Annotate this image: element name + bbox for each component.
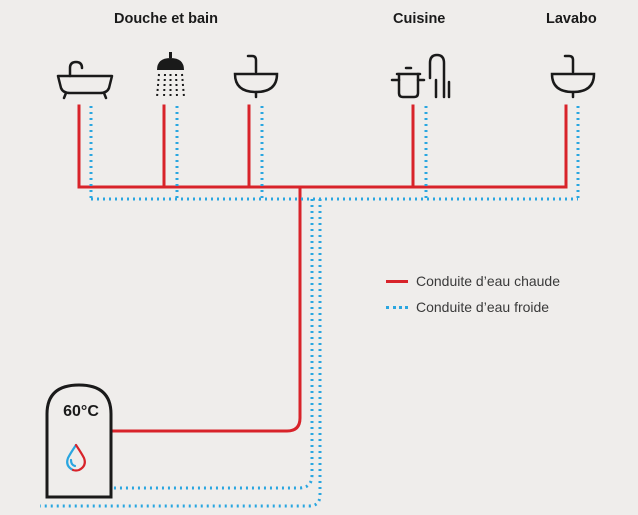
cold-pipe-riser <box>80 199 314 490</box>
water-heater-body <box>45 383 113 499</box>
water-drop-icon <box>66 443 86 472</box>
hot-pipe-riser <box>78 185 302 433</box>
group-label-lavabo: Lavabo <box>546 11 597 27</box>
legend-cold-swatch <box>386 305 408 309</box>
kitchen-faucet-icon <box>428 53 451 99</box>
shower-icon <box>156 52 185 98</box>
washbasin-icon <box>550 54 596 99</box>
hot-water-pipes <box>77 104 568 433</box>
legend-item-hot: Conduite d’eau chaude <box>386 268 560 294</box>
cold-pipe-supply <box>40 199 322 508</box>
legend: Conduite d’eau chaude Conduite d’eau fro… <box>386 268 560 320</box>
legend-item-cold: Conduite d’eau froide <box>386 294 560 320</box>
legend-cold-label: Conduite d’eau froide <box>416 299 550 315</box>
legend-hot-label: Conduite d’eau chaude <box>416 273 561 289</box>
group-label-cuisine: Cuisine <box>393 11 446 27</box>
cold-water-pipes <box>40 106 580 508</box>
cooking-pot-icon <box>390 66 426 99</box>
water-heater <box>45 383 113 499</box>
legend-hot-swatch <box>386 279 408 283</box>
heater-temperature: 60°C <box>63 403 99 420</box>
bathtub-icon <box>56 60 114 100</box>
group-label-douche-bain: Douche et bain <box>114 11 218 27</box>
sink-icon <box>233 54 279 99</box>
